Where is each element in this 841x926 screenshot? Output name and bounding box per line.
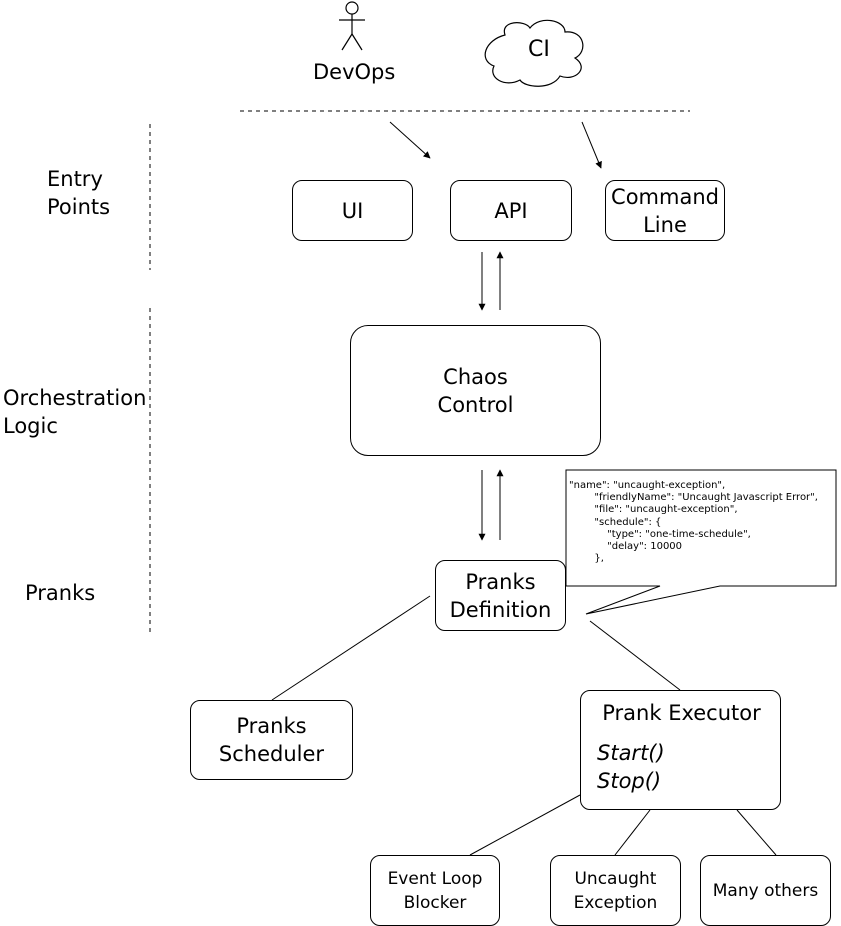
ui-label: UI <box>341 198 364 223</box>
executor-to-others-line <box>736 809 777 856</box>
pranks-scheduler-box: Pranks Scheduler <box>190 700 353 780</box>
command-line-box: Command Line <box>605 180 725 241</box>
devops-label: DevOps <box>313 60 396 84</box>
event-loop-blocker-box: Event Loop Blocker <box>370 855 500 926</box>
definition-example-code: "name": "uncaught-exception", "friendlyN… <box>569 480 818 565</box>
pranks-scheduler-label: Pranks Scheduler <box>218 714 325 766</box>
chaos-control-box: Chaos Control <box>350 325 601 456</box>
ci-arrow <box>581 121 602 169</box>
definition-callout-bubble <box>565 469 837 615</box>
layer-label-pranks: Pranks <box>25 581 96 605</box>
stop-method: Stop() <box>597 769 662 793</box>
prank-executor-title: Prank Executor <box>602 701 761 725</box>
executor-to-eventloop-line <box>469 794 581 856</box>
layer-label-orchestration: Orchestration Logic <box>3 386 147 438</box>
command-line-label: Command Line <box>611 184 719 237</box>
uncaught-exception-box: Uncaught Exception <box>550 855 681 926</box>
pranks-definition-label: Pranks Definition <box>449 569 552 622</box>
many-others-label: Many others <box>712 880 819 901</box>
uncaught-exception-label: Uncaught Exception <box>573 868 658 913</box>
ui-box: UI <box>292 180 413 241</box>
event-loop-blocker-label: Event Loop Blocker <box>387 868 483 913</box>
layer-label-entry-points: Entry Points <box>47 167 111 219</box>
devops-arrow <box>389 121 431 159</box>
start-method: Start() <box>597 741 665 765</box>
executor-to-uncaught-line <box>614 809 651 856</box>
api-label: API <box>494 198 528 223</box>
cloud-icon <box>484 19 584 87</box>
api-box: API <box>450 180 572 241</box>
definition-to-executor-line <box>589 620 681 691</box>
definition-to-scheduler-line <box>271 595 431 701</box>
ci-label: CI <box>528 37 550 62</box>
chaos-control-label: Chaos Control <box>437 364 514 417</box>
many-others-box: Many others <box>700 855 831 926</box>
prank-executor-box: Prank Executor Start() Stop() <box>580 690 781 810</box>
pranks-definition-box: Pranks Definition <box>435 560 566 631</box>
devops-actor-icon <box>339 1 365 51</box>
